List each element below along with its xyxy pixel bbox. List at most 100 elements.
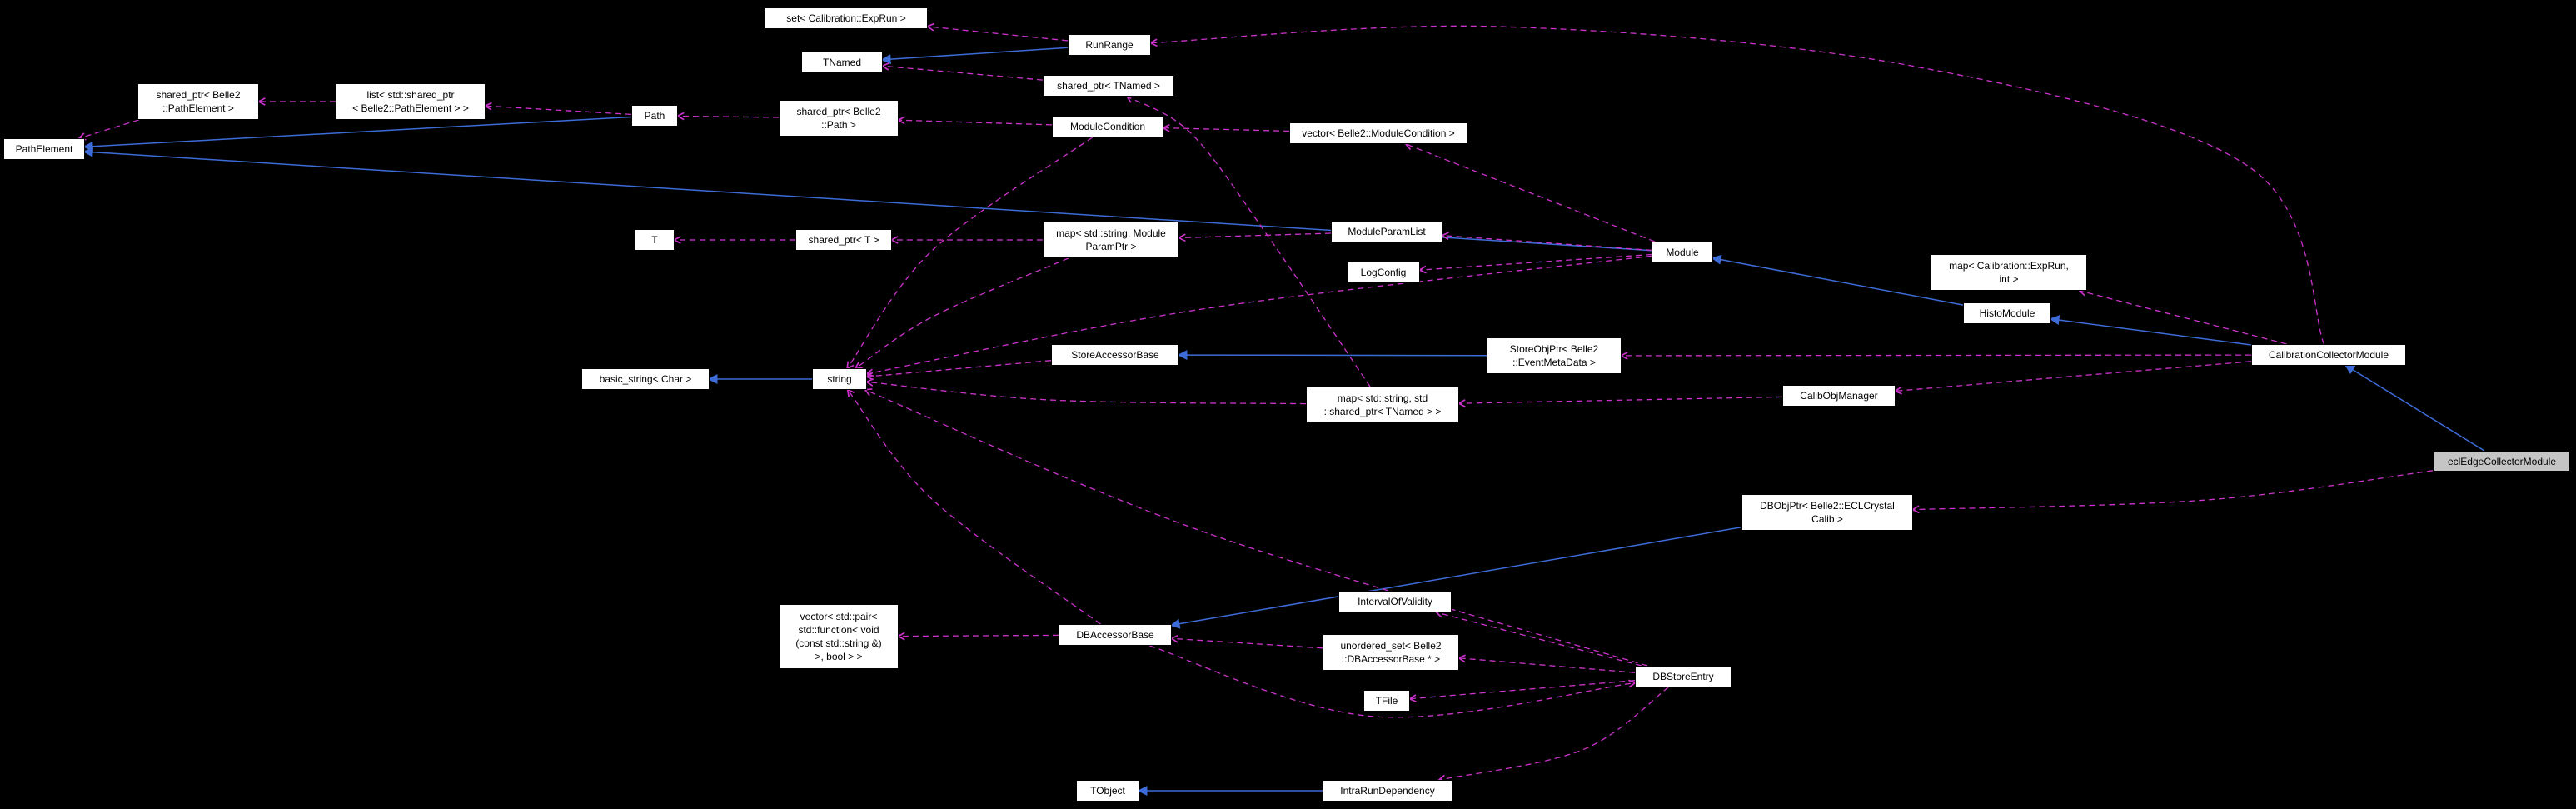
edge-uset_dbacc-to-dbaccessor bbox=[1172, 638, 1323, 649]
edge-calibobjmgr-to-map_sptr_tnamed bbox=[1459, 396, 1783, 403]
class-node-histomodule[interactable]: HistoModule bbox=[1963, 302, 2051, 324]
edge-vec_modcond-to-modcond bbox=[1163, 128, 1290, 132]
edge-calibcollmod-to-storeobjptr bbox=[1622, 355, 2252, 356]
edge-dbaccessor-to-vec_pair bbox=[899, 635, 1059, 636]
class-node-dbaccessor[interactable]: DBAccessorBase bbox=[1059, 624, 1172, 646]
class-node-modparamlist[interactable]: ModuleParamList bbox=[1331, 221, 1442, 242]
class-node-dbstoreentry[interactable]: DBStoreEntry bbox=[1635, 666, 1731, 687]
class-node-sptr_pathel[interactable]: shared_ptr< Belle2::PathElement > bbox=[137, 83, 259, 120]
class-node-label: StoreAccessorBase bbox=[1071, 349, 1159, 361]
class-node-label: < Belle2::PathElement > > bbox=[352, 102, 469, 114]
edge-calibcollmod-to-runrange bbox=[1151, 25, 2325, 345]
class-node-label: map< std::string, Module bbox=[1056, 227, 1166, 239]
class-node-map_exprun_int[interactable]: map< Calibration::ExpRun,int > bbox=[1931, 254, 2087, 291]
class-node-t_node[interactable]: T bbox=[635, 229, 675, 251]
edge-dbobjptr-to-dbaccessor bbox=[1169, 526, 1742, 629]
class-node-label: RunRange bbox=[1085, 39, 1134, 51]
class-node-vec_pair[interactable]: vector< std::pair<std::function< void(co… bbox=[779, 604, 899, 669]
class-node-label: HistoModule bbox=[1979, 307, 2035, 319]
class-node-storeaccessor[interactable]: StoreAccessorBase bbox=[1051, 344, 1179, 366]
class-node-modcond[interactable]: ModuleCondition bbox=[1052, 116, 1163, 137]
class-node-label: >, bool > > bbox=[815, 651, 863, 662]
class-node-basic_string[interactable]: basic_string< Char > bbox=[581, 368, 710, 390]
edge-modcond-to-sptr_path bbox=[899, 120, 1053, 126]
edge-storeaccessor-to-string bbox=[867, 360, 1052, 377]
class-node-label: ::Path > bbox=[821, 119, 856, 131]
class-node-label: ModuleCondition bbox=[1069, 121, 1146, 132]
edge-module-to-string bbox=[867, 255, 1652, 373]
class-node-storeobjptr[interactable]: StoreObjPtr< Belle2::EventMetaData > bbox=[1487, 337, 1622, 374]
class-node-label: eclEdgeCollectorModule bbox=[2447, 456, 2557, 467]
class-node-label: std::function< void bbox=[798, 624, 879, 636]
edge-path-to-list_sptr_pathel bbox=[486, 106, 632, 116]
edge-map_paramptr-to-string bbox=[855, 257, 1069, 368]
class-node-label: TNamed bbox=[822, 57, 861, 68]
class-node-runrange[interactable]: RunRange bbox=[1068, 34, 1151, 56]
class-node-label: T bbox=[651, 234, 658, 246]
class-node-path[interactable]: Path bbox=[631, 105, 678, 127]
class-node-uset_dbacc[interactable]: unordered_set< Belle2::DBAccessorBase * … bbox=[1323, 634, 1459, 671]
class-node-label: vector< Belle2::ModuleCondition > bbox=[1302, 127, 1455, 139]
class-node-intrarundep[interactable]: IntraRunDependency bbox=[1323, 780, 1452, 802]
class-node-label: TObject bbox=[1090, 785, 1125, 797]
class-node-calibcollmod[interactable]: CalibrationCollectorModule bbox=[2251, 344, 2406, 366]
edge-histomodule-to-module bbox=[1711, 254, 1964, 306]
class-node-label: shared_ptr< T > bbox=[808, 234, 879, 246]
edge-runrange-to-set_exprun bbox=[928, 27, 1069, 42]
edge-calibcollmod-to-histomodule bbox=[2049, 315, 2252, 346]
class-node-label: shared_ptr< Belle2 bbox=[796, 106, 881, 117]
edge-runrange-to-tnamed bbox=[880, 47, 1069, 65]
class-node-pathelement[interactable]: PathElement bbox=[3, 138, 85, 160]
class-node-label: (const std::string &) bbox=[795, 637, 882, 649]
class-node-iov[interactable]: IntervalOfValidity bbox=[1338, 591, 1452, 612]
class-node-sptr_path[interactable]: shared_ptr< Belle2::Path > bbox=[779, 100, 899, 137]
edge-module-to-vec_modcond bbox=[1406, 144, 1656, 242]
edge-calibcollmod-to-map_exprun_int bbox=[2080, 291, 2287, 345]
class-node-map_sptr_tnamed[interactable]: map< std::string, std::shared_ptr< TName… bbox=[1306, 387, 1459, 423]
edge-module-to-modparamlist bbox=[1442, 236, 1652, 252]
class-node-label: DBAccessorBase bbox=[1076, 629, 1154, 641]
edge-ecledge-to-dbobjptr bbox=[1913, 470, 2434, 510]
class-node-tfile[interactable]: TFile bbox=[1363, 690, 1410, 712]
class-node-set_exprun[interactable]: set< Calibration::ExpRun > bbox=[765, 7, 928, 29]
class-node-label: string bbox=[827, 373, 852, 385]
class-node-label: IntraRunDependency bbox=[1340, 785, 1435, 797]
class-node-label: Calib > bbox=[1811, 513, 1843, 525]
class-node-label: set< Calibration::ExpRun > bbox=[786, 12, 906, 24]
class-node-label: TFile bbox=[1375, 695, 1398, 707]
edge-module-to-logconfig bbox=[1420, 253, 1652, 271]
edge-map_sptr_tnamed-to-sptr_tnamed bbox=[1128, 97, 1371, 387]
class-node-label: shared_ptr< TNamed > bbox=[1057, 80, 1160, 92]
class-node-sptr_t[interactable]: shared_ptr< T > bbox=[795, 229, 892, 251]
edge-sptr_pathel-to-pathelement bbox=[79, 119, 139, 138]
class-node-label: vector< std::pair< bbox=[800, 611, 878, 622]
edge-dbstoreentry-to-intrarundep bbox=[1439, 687, 1669, 780]
class-node-label: PathElement bbox=[15, 143, 73, 155]
edge-ecledge-to-calibcollmod bbox=[2344, 364, 2485, 452]
class-node-label: ::EventMetaData > bbox=[1512, 357, 1596, 368]
class-node-label: ::shared_ptr< TNamed > > bbox=[1323, 406, 1442, 417]
class-node-ecledge[interactable]: eclEdgeCollectorModule bbox=[2433, 451, 2571, 472]
class-node-label: Path bbox=[644, 110, 665, 122]
class-node-list_sptr_pathel[interactable]: list< std::shared_ptr< Belle2::PathEleme… bbox=[336, 83, 486, 120]
class-node-label: IntervalOfValidity bbox=[1358, 596, 1432, 607]
edge-map_sptr_tnamed-to-string bbox=[867, 382, 1307, 405]
class-node-vec_modcond[interactable]: vector< Belle2::ModuleCondition > bbox=[1289, 122, 1467, 144]
class-node-label: Module bbox=[1666, 247, 1699, 258]
class-node-sptr_tnamed[interactable]: shared_ptr< TNamed > bbox=[1043, 75, 1174, 97]
class-node-tnamed[interactable]: TNamed bbox=[801, 52, 883, 73]
class-node-logconfig[interactable]: LogConfig bbox=[1347, 262, 1420, 283]
class-node-string[interactable]: string bbox=[812, 368, 867, 390]
class-node-calibobjmgr[interactable]: CalibObjManager bbox=[1782, 385, 1896, 407]
class-node-tobject[interactable]: TObject bbox=[1076, 780, 1139, 802]
class-node-label: ParamPtr > bbox=[1085, 241, 1137, 252]
class-node-label: CalibrationCollectorModule bbox=[2268, 349, 2389, 361]
class-node-label: CalibObjManager bbox=[1800, 390, 1878, 402]
class-node-label: ModuleParamList bbox=[1348, 226, 1426, 237]
class-node-label: map< Calibration::ExpRun, bbox=[1949, 260, 2069, 272]
class-node-module[interactable]: Module bbox=[1652, 242, 1713, 263]
